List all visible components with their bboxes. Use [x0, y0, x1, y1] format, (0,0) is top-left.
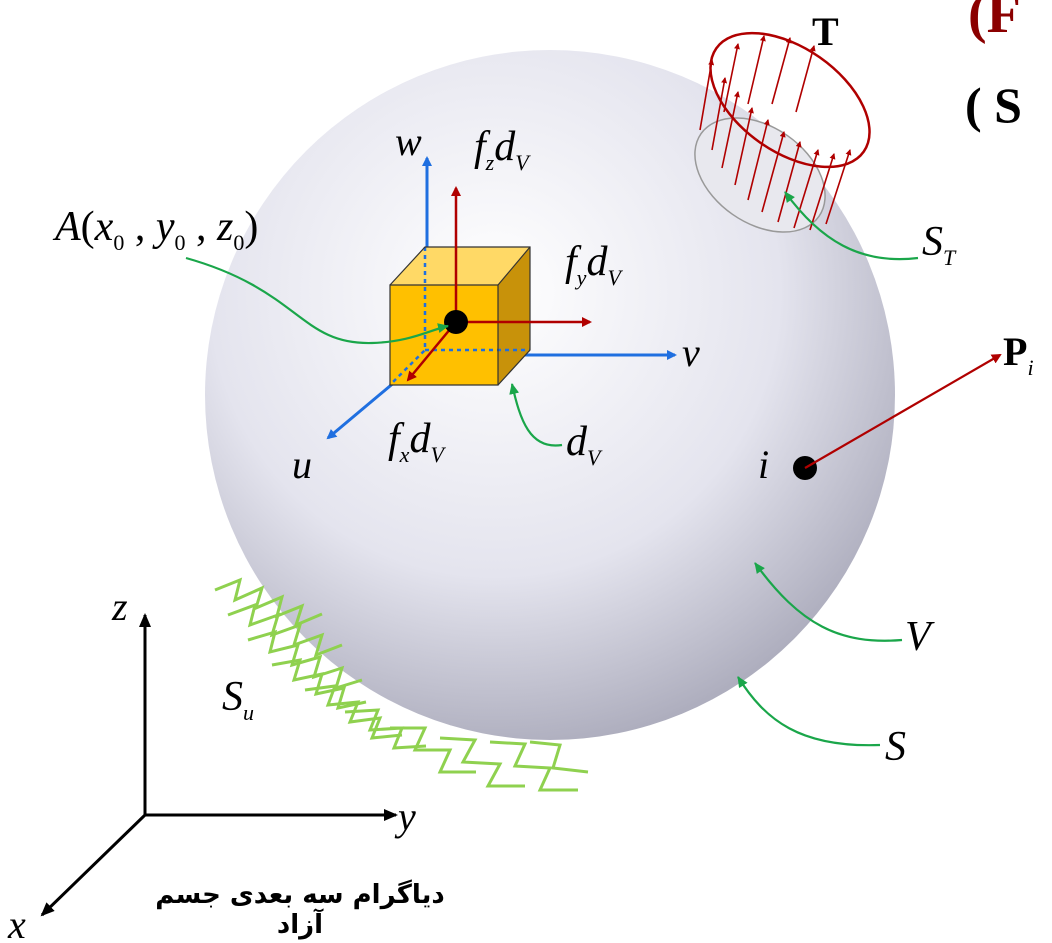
leader-st: [784, 191, 919, 261]
u-label: u: [292, 442, 312, 487]
st-label: ST: [922, 219, 957, 270]
point-a-dot: [444, 310, 468, 334]
body-sphere: [205, 50, 895, 740]
axis-y-label: y: [394, 794, 416, 839]
dv-label: dV: [566, 419, 603, 470]
leader-v: [754, 562, 903, 642]
i-label: i: [758, 442, 769, 487]
cut-heading-top: (F: [968, 0, 1021, 45]
point-a-label: A(x0 , y0 , z0): [52, 204, 258, 255]
w-label: w: [395, 119, 422, 164]
leader-dv: [509, 383, 563, 447]
leader-a: [185, 256, 449, 345]
cut-heading-mid: ( S: [965, 77, 1022, 133]
global-x-axis: [40, 813, 147, 917]
axis-x-label: x: [7, 902, 26, 943]
leader-s: [737, 676, 881, 747]
pi-force-arrow: [804, 353, 1002, 469]
axis-z-label: z: [111, 584, 128, 629]
spring-supports: [214, 577, 589, 792]
surface-label: S: [885, 724, 906, 770]
diagram-caption: دیاگرام سه بعدی جسم آزاد: [155, 880, 445, 940]
volume-label: V: [905, 614, 935, 660]
pi-label: Pi: [1003, 329, 1034, 380]
su-label: Su: [222, 674, 254, 725]
t-label: T: [812, 9, 839, 54]
v-label: v: [682, 330, 700, 375]
